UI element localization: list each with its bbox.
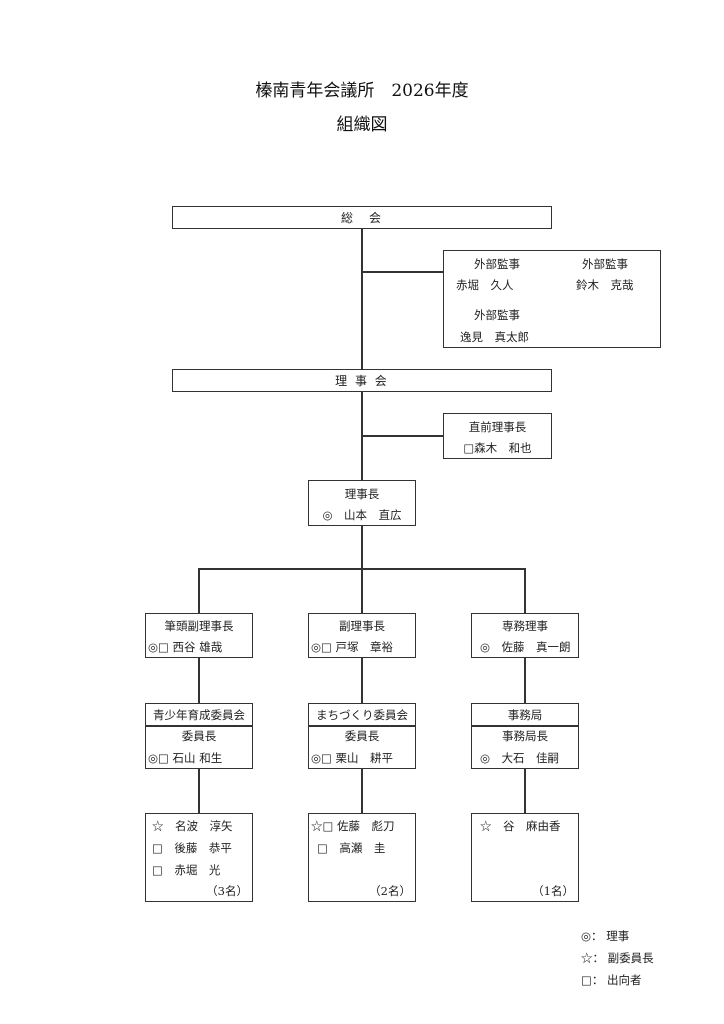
committee-chair-role: 事務局長 — [502, 729, 548, 743]
president-role: 理事長 — [344, 487, 380, 501]
legend-item: □： 出向者 — [581, 972, 642, 988]
connector-line — [361, 657, 363, 703]
board-box: 理 事 会 — [172, 369, 552, 392]
member: ☆□ 佐藤 彪刀 — [311, 819, 395, 833]
legend-item: ☆： 副委員長 — [581, 950, 654, 966]
vice-president-box: 副理事長 ◎□ 戸塚 章裕 — [308, 613, 416, 658]
past-president-box: 直前理事長 □森木 和也 — [443, 413, 552, 459]
past-president-role: 直前理事長 — [468, 420, 527, 434]
connector-line — [198, 568, 526, 570]
legend-symbol: □： — [581, 973, 604, 987]
members-box: ☆ 谷 麻由香 （1名） — [471, 813, 579, 902]
divider — [146, 725, 252, 727]
committee-chair-role: 委員長 — [344, 729, 380, 743]
legend-symbol: ☆： — [581, 951, 604, 965]
past-president-name: □森木 和也 — [463, 441, 532, 455]
divider — [472, 725, 578, 727]
member-count: （2名） — [369, 884, 411, 898]
document-title: 榛南青年会議所 2026年度 — [255, 81, 469, 101]
legend-meaning: 副委員長 — [607, 951, 654, 965]
connector-line — [198, 768, 200, 813]
senior-vice-president-box: 筆頭副理事長 ◎□ 西谷 雄哉 — [145, 613, 253, 658]
connector-line — [524, 568, 526, 613]
connector-line — [198, 568, 200, 613]
members-box: ☆ 名波 淳矢 □ 後藤 恭平 □ 赤堀 光 （3名） — [145, 813, 253, 902]
member-count: （1名） — [532, 884, 574, 898]
auditors-box: 外部監事 赤堀 久人 外部監事 鈴木 克哉 外部監事 逸見 真太郎 — [443, 250, 661, 348]
committee-box: 青少年育成委員会 委員長 ◎□ 石山 和生 — [145, 703, 253, 769]
committee-box: まちづくり委員会 委員長 ◎□ 栗山 耕平 — [308, 703, 416, 769]
president-name: ◎ 山本 直広 — [322, 508, 402, 522]
committee-chair: ◎ 大石 佳嗣 — [480, 751, 560, 765]
committee-name: 青少年育成委員会 — [153, 708, 245, 722]
member: □ 赤堀 光 — [152, 863, 221, 877]
legend-symbol: ◎： — [581, 929, 603, 943]
member: □ 高瀬 圭 — [317, 841, 386, 855]
connector-line — [361, 228, 363, 369]
legend-item: ◎： 理事 — [581, 928, 629, 944]
committee-chair: ◎□ 栗山 耕平 — [311, 751, 394, 765]
connector-line — [361, 271, 443, 273]
auditor-name: 逸見 真太郎 — [460, 330, 529, 344]
auditor-role: 外部監事 — [474, 257, 520, 271]
connector-line — [361, 435, 443, 437]
vice-name: ◎ 佐藤 真一朗 — [480, 640, 571, 654]
committee-name: 事務局 — [507, 708, 543, 722]
members-box: ☆□ 佐藤 彪刀 □ 高瀬 圭 （2名） — [308, 813, 416, 902]
legend-meaning: 出向者 — [607, 973, 642, 987]
auditor-name: 鈴木 克哉 — [576, 278, 634, 292]
divider — [309, 725, 415, 727]
connector-line — [524, 768, 526, 813]
vice-name: ◎□ 戸塚 章裕 — [311, 640, 394, 654]
connector-line — [524, 657, 526, 703]
general-assembly-box: 総 会 — [172, 206, 552, 229]
legend-meaning: 理事 — [606, 929, 630, 943]
auditor-role: 外部監事 — [582, 257, 628, 271]
member: ☆ 名波 淳矢 — [152, 819, 233, 833]
document-subtitle: 組織図 — [336, 115, 388, 135]
committee-chair-role: 委員長 — [181, 729, 217, 743]
vice-name: ◎□ 西谷 雄哉 — [148, 640, 223, 654]
vice-role: 専務理事 — [502, 619, 548, 633]
general-assembly-label: 総 会 — [340, 211, 383, 225]
connector-line — [361, 768, 363, 813]
member: ☆ 谷 麻由香 — [480, 819, 561, 833]
board-label: 理 事 会 — [335, 374, 389, 388]
committee-chair: ◎□ 石山 和生 — [148, 751, 223, 765]
executive-director-box: 専務理事 ◎ 佐藤 真一朗 — [471, 613, 579, 658]
president-box: 理事長 ◎ 山本 直広 — [308, 480, 416, 526]
member: □ 後藤 恭平 — [152, 841, 232, 855]
committee-name: まちづくり委員会 — [316, 708, 408, 722]
member-count: （3名） — [206, 884, 248, 898]
connector-line — [198, 657, 200, 703]
auditor-name: 赤堀 久人 — [456, 278, 514, 292]
committee-box: 事務局 事務局長 ◎ 大石 佳嗣 — [471, 703, 579, 769]
vice-role: 筆頭副理事長 — [164, 619, 234, 633]
auditor-role: 外部監事 — [474, 308, 520, 322]
vice-role: 副理事長 — [339, 619, 385, 633]
